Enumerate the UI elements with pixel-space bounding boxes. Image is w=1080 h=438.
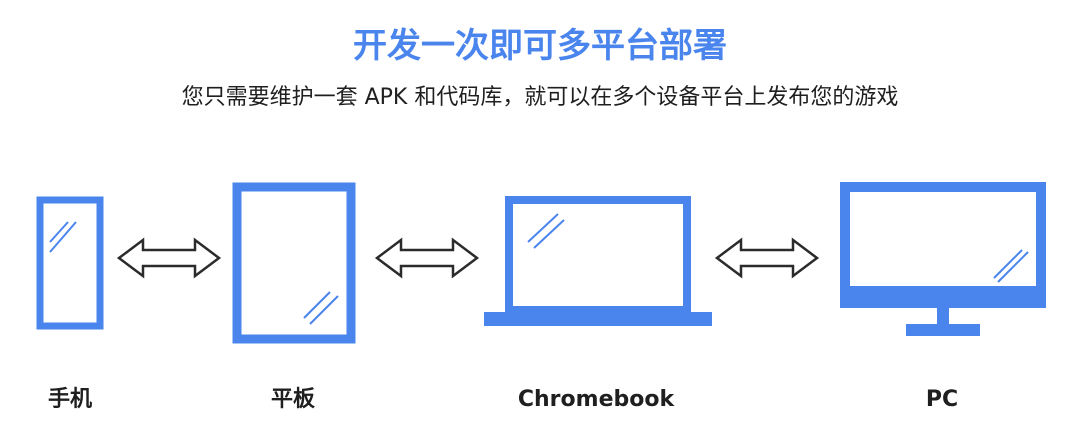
tablet-icon [232, 182, 356, 344]
laptop-icon [484, 196, 712, 326]
double-arrow-icon [714, 237, 820, 279]
phone-icon [36, 196, 104, 330]
page-title: 开发一次即可多平台部署 [353, 26, 727, 66]
device-label-pc: PC [925, 387, 959, 412]
double-arrow-icon [374, 237, 480, 279]
page-subtitle: 您只需要维护一套 APK 和代码库，就可以在多个设备平台上发布您的游戏 [181, 85, 899, 110]
device-label-tablet: 平板 [270, 387, 315, 412]
device-label-chromebook: Chromebook [517, 387, 675, 412]
monitor-icon [840, 182, 1046, 336]
double-arrow-icon [116, 237, 222, 279]
device-label-phone: 手机 [47, 387, 92, 412]
